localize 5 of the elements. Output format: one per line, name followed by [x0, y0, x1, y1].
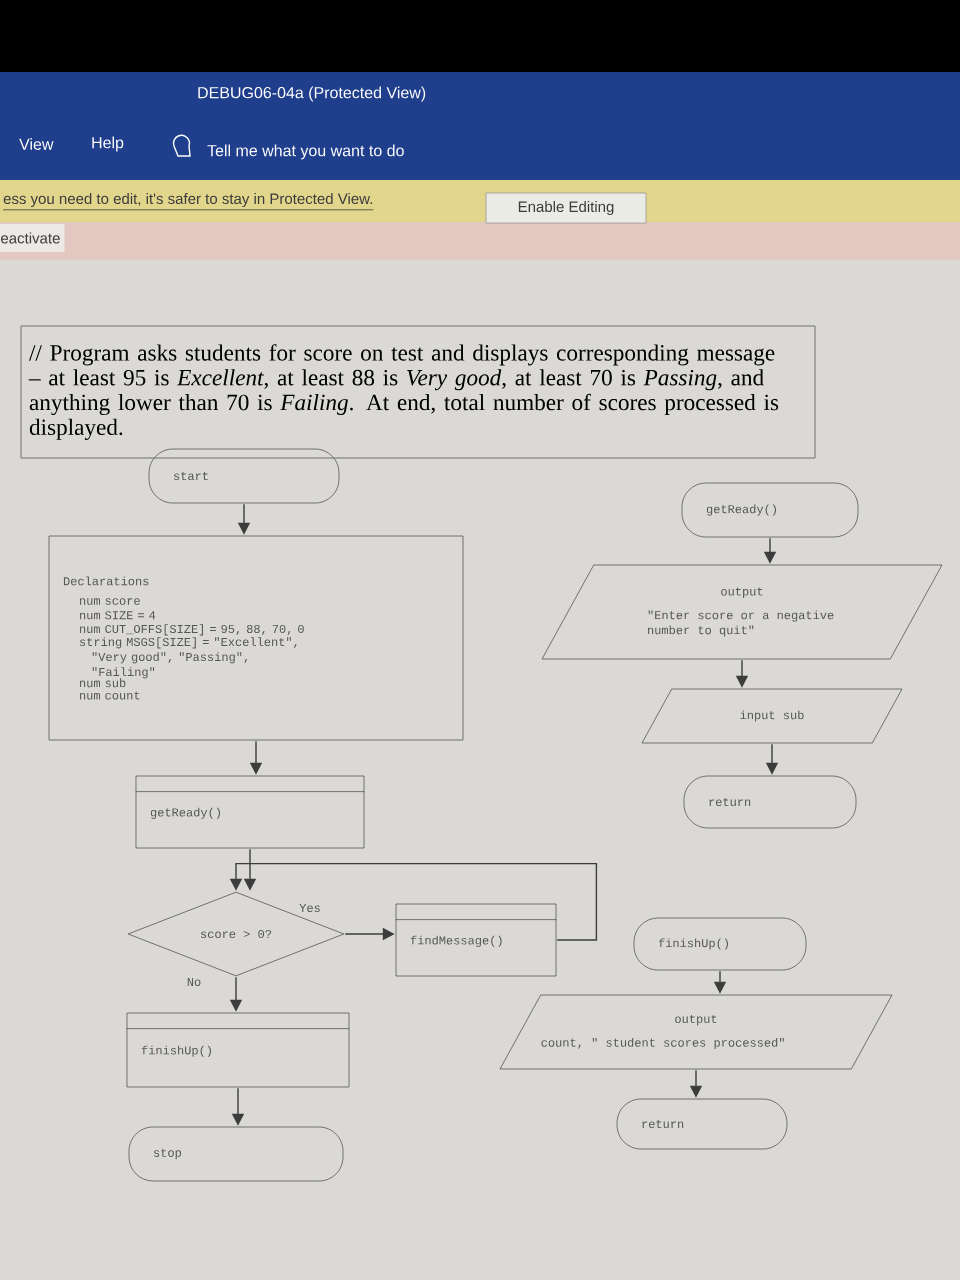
- comment-box: // Program asks students for score on test and displays corresponding message – at least 95 is Excellent, at least 88 is Very good, at least 70 is Passing, and anything lower than 70 is Failing. At end, total number of scores processed is displayed.: [20, 325, 816, 459]
- menu-item: View: [19, 138, 54, 150]
- menu-item: Help: [92, 136, 124, 152]
- window-title: DEBUG06-04a (Protected View): [198, 86, 426, 102]
- search-prompt: Tell me what you want to do: [207, 144, 404, 160]
